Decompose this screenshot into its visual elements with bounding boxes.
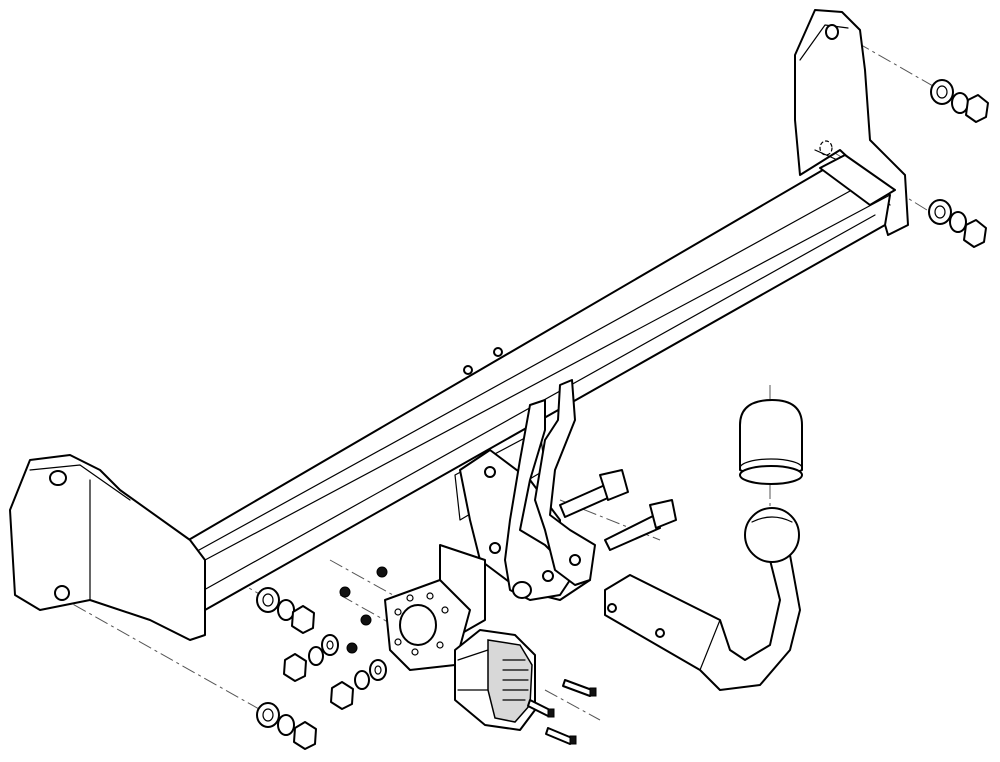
- socket-nuts: [339, 566, 388, 654]
- socket-screws: [527, 679, 597, 745]
- ball-cap: [739, 399, 803, 485]
- left-nuts-and-washers: [256, 587, 317, 750]
- plate-nuts-and-washers: [283, 634, 387, 710]
- right-nuts-and-washers: [928, 79, 989, 248]
- neck-mounting-plates: [459, 379, 596, 601]
- electrical-socket: [454, 629, 536, 731]
- socket-plate: [384, 544, 486, 671]
- mounting-bolts: [559, 469, 677, 551]
- tow-ball-neck: [604, 507, 801, 691]
- left-mounting-bracket: [9, 454, 206, 641]
